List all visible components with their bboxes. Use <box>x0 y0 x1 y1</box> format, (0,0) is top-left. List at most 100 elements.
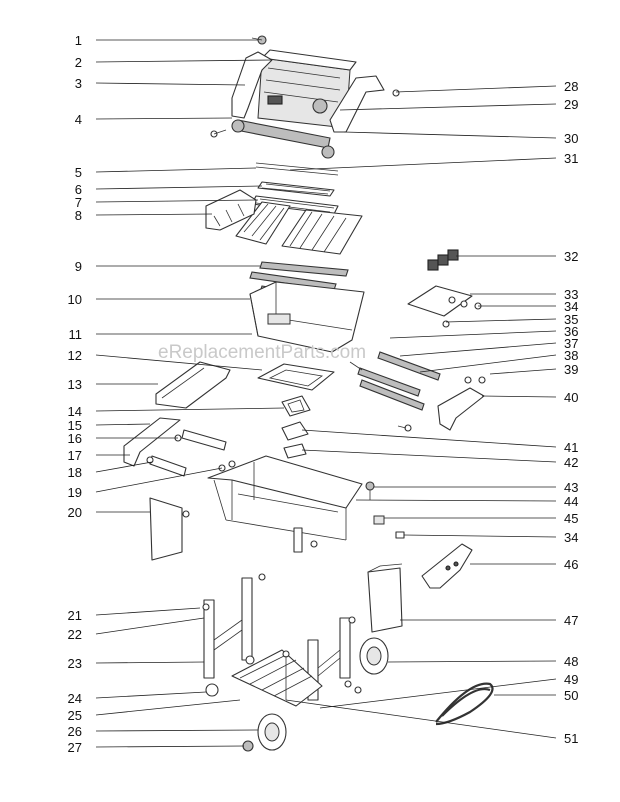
callout-leader-line <box>355 499 557 502</box>
side-panel-left <box>149 497 183 561</box>
callout-number: 25 <box>68 708 82 723</box>
callout-number: 4 <box>75 112 82 127</box>
callout-number: 17 <box>68 448 82 463</box>
callout-number: 33 <box>564 287 578 302</box>
callout-number: 44 <box>564 494 578 509</box>
callout-labels: 1234567891011121314151617181920212223242… <box>68 33 579 755</box>
callout-number: 34 <box>564 299 578 314</box>
burner-parts <box>349 249 486 432</box>
callout-leader-line <box>319 678 557 709</box>
callout-leader-line <box>301 449 557 463</box>
callout-number: 19 <box>68 485 82 500</box>
cart-frame <box>207 455 405 553</box>
callout-number: 15 <box>68 418 82 433</box>
bottom-cart <box>202 573 389 752</box>
callout-leader-line <box>389 330 557 339</box>
callout-number: 39 <box>564 362 578 377</box>
callout-number: 48 <box>564 654 578 669</box>
callout-leader-line <box>339 103 557 111</box>
callout-leader-line <box>395 85 557 93</box>
callout-number: 29 <box>564 97 578 112</box>
callout-leader-line <box>95 199 259 203</box>
callout-leader-line <box>95 59 273 63</box>
callout-leader-line <box>301 429 557 448</box>
callout-number: 32 <box>564 249 578 264</box>
callout-leader-line <box>285 699 557 739</box>
callout-number: 21 <box>68 608 82 623</box>
callout-number: 51 <box>564 731 578 746</box>
callout-leader-line <box>403 534 557 538</box>
callout-number: 7 <box>75 195 82 210</box>
callout-leader-line <box>481 395 557 398</box>
callout-number: 10 <box>68 292 82 307</box>
callout-number: 50 <box>564 688 578 703</box>
callout-number: 41 <box>564 440 578 455</box>
callout-leader-line <box>95 185 263 190</box>
callout-number: 24 <box>68 691 82 706</box>
callout-leader-line <box>95 745 245 748</box>
callout-number: 18 <box>68 465 82 480</box>
callout-leader-line <box>343 131 557 139</box>
callout-number: 12 <box>68 348 82 363</box>
callout-number: 38 <box>564 348 578 363</box>
callout-number: 1 <box>75 33 82 48</box>
callout-number: 14 <box>68 404 82 419</box>
callout-leader-line <box>95 691 207 699</box>
callout-number: 8 <box>75 208 82 223</box>
callout-number: 23 <box>68 656 82 671</box>
callout-number: 28 <box>564 79 578 94</box>
callout-number: 49 <box>564 672 578 687</box>
callout-number: 42 <box>564 455 578 470</box>
side-panel-right <box>367 567 403 633</box>
callout-number: 20 <box>68 505 82 520</box>
callout-number: 16 <box>68 431 82 446</box>
callout-number: 5 <box>75 165 82 180</box>
callout-number: 43 <box>564 480 578 495</box>
callout-number: 37 <box>564 336 578 351</box>
callout-leader-line <box>95 661 205 664</box>
callout-leader-line <box>95 354 263 371</box>
callout-number: 6 <box>75 182 82 197</box>
callout-leader-line <box>399 342 557 357</box>
callout-number: 13 <box>68 377 82 392</box>
callout-leader-line <box>95 213 213 216</box>
callout-leader-line <box>289 157 557 171</box>
callout-number: 46 <box>564 557 578 572</box>
callout-leader-line <box>445 318 557 323</box>
callout-leader-line <box>95 461 153 473</box>
callout-leader-line <box>95 699 241 716</box>
parts-drawing <box>123 35 494 752</box>
callout-number: 26 <box>68 724 82 739</box>
callout-number: 2 <box>75 55 82 70</box>
callout-number: 30 <box>564 131 578 146</box>
callout-number: 35 <box>564 312 578 327</box>
watermark: eReplacementParts.com <box>158 342 366 363</box>
callout-number: 47 <box>564 613 578 628</box>
callout-number: 27 <box>68 740 82 755</box>
side-table <box>155 361 231 409</box>
callout-number: 34 <box>564 530 578 545</box>
callout-leader-line <box>95 423 151 426</box>
callout-leader-line <box>489 368 557 375</box>
callout-number: 45 <box>564 511 578 526</box>
callout-number: 31 <box>564 151 578 166</box>
cookbox <box>249 281 365 353</box>
callout-leader-line <box>387 660 557 663</box>
callout-leader-line <box>95 117 233 120</box>
callout-leader-line <box>95 167 257 173</box>
lid-assembly <box>210 35 400 159</box>
callout-leader-line <box>95 607 201 616</box>
callout-leader-line <box>419 354 557 373</box>
callout-number: 22 <box>68 627 82 642</box>
callout-leader-line <box>95 729 259 732</box>
catch-pan <box>257 363 335 391</box>
callout-leader-line <box>95 617 205 635</box>
callout-number: 9 <box>75 259 82 274</box>
callout-leader-line <box>95 467 223 493</box>
callout-number: 11 <box>69 327 83 342</box>
callout-leader-line <box>95 407 285 412</box>
callout-number: 36 <box>564 324 578 339</box>
callout-number: 3 <box>75 76 82 91</box>
callout-leader-line <box>95 82 246 86</box>
